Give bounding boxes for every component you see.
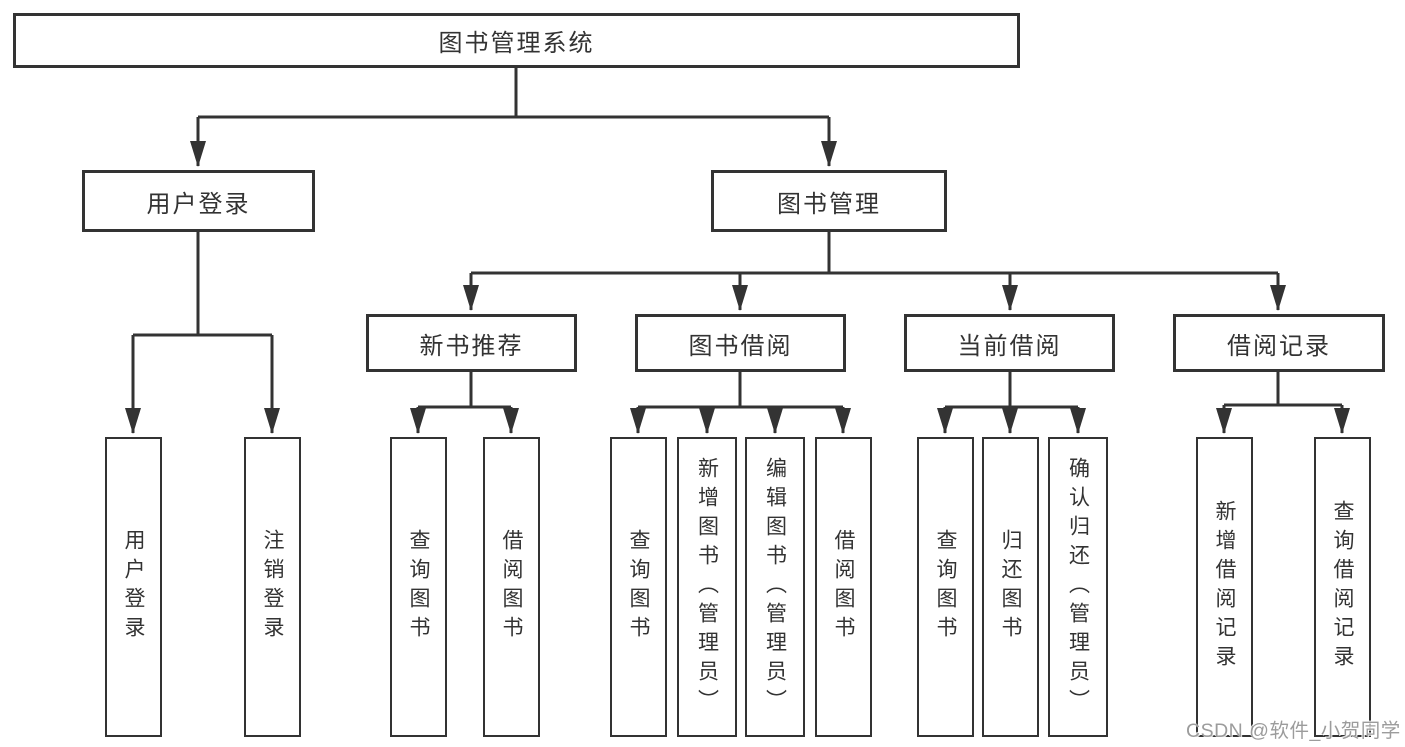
node-current-borrowing: 当前借阅 xyxy=(904,314,1115,372)
watermark-text: CSDN @软件_小贺同学 xyxy=(1186,720,1401,742)
leaf-query-books-borrowing: 查询图书 xyxy=(610,437,667,737)
leaf-query-books-current: 查询图书 xyxy=(917,437,974,737)
node-borrowing-records: 借阅记录 xyxy=(1173,314,1385,372)
leaf-edit-book-admin: 编辑图书（管理员） xyxy=(745,437,805,737)
leaf-confirm-return-admin: 确认归还（管理员） xyxy=(1048,437,1108,737)
node-user-login: 用户登录 xyxy=(82,170,315,232)
leaf-return-book: 归还图书 xyxy=(982,437,1039,737)
leaf-user-login: 用户登录 xyxy=(105,437,162,737)
leaf-add-borrow-record: 新增借阅记录 xyxy=(1196,437,1253,737)
leaf-logout: 注销登录 xyxy=(244,437,301,737)
leaf-query-books-recommend: 查询图书 xyxy=(390,437,447,737)
node-new-book-recommend: 新书推荐 xyxy=(366,314,577,372)
leaf-add-book-admin: 新增图书（管理员） xyxy=(677,437,737,737)
leaf-borrow-books-recommend: 借阅图书 xyxy=(483,437,540,737)
node-library-management-system: 图书管理系统 xyxy=(13,13,1020,68)
node-book-borrowing: 图书借阅 xyxy=(635,314,846,372)
leaf-query-borrow-record: 查询借阅记录 xyxy=(1314,437,1371,737)
leaf-borrow-books-borrowing: 借阅图书 xyxy=(815,437,872,737)
node-book-management: 图书管理 xyxy=(711,170,947,232)
